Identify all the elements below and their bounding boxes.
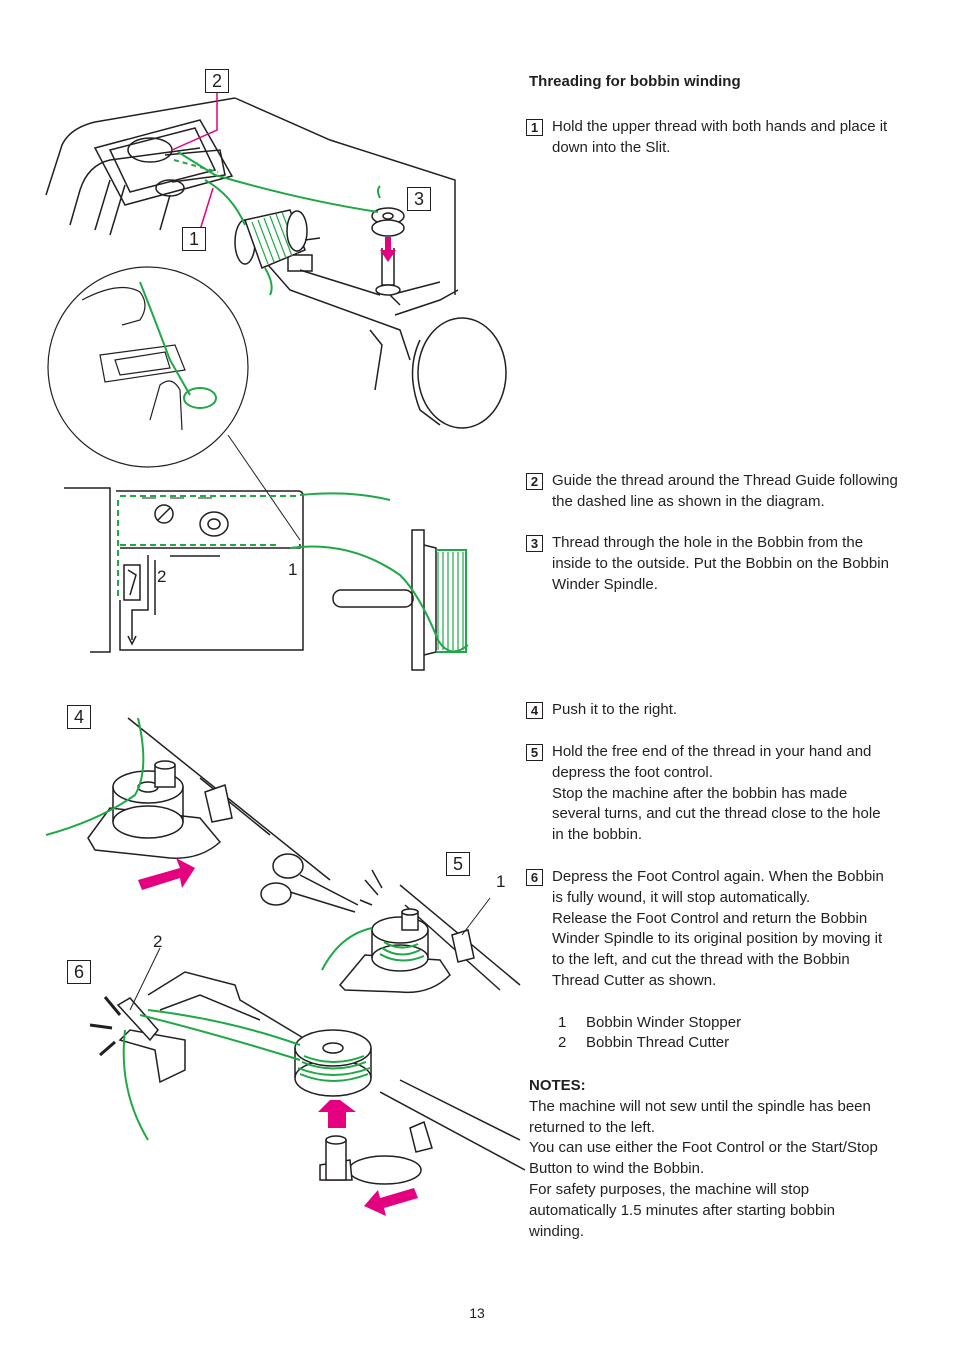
step-text-line: Release the Foot Control and return the …: [552, 909, 868, 927]
step-1: 1 Hold the upper thread with both hands …: [526, 117, 926, 159]
step-text-line: Depress the Foot Control again. When the…: [552, 868, 884, 885]
notes-title: NOTES:: [529, 1077, 586, 1094]
bobbin-cutter-illustration: [116, 971, 526, 1185]
bobbin-push-right-illustration: [87, 717, 331, 881]
step-text-line: Thread through the hole in the Bobbin fr…: [552, 534, 864, 551]
step-text-line: Thread Cutter as shown.: [552, 971, 717, 989]
step-text-line: the dashed line as shown in the diagram.: [552, 492, 825, 510]
step-text-line: is fully wound, it will stop automatical…: [552, 888, 811, 906]
notes-line: The machine will not sew until the spind…: [529, 1097, 871, 1115]
step-number-box: 1: [526, 119, 543, 136]
thread-guide-diagram: [64, 487, 437, 671]
legend-label: Bobbin Thread Cutter: [586, 1034, 730, 1051]
step-text-line: several turns, and cut the thread close …: [552, 805, 881, 823]
step-text-line: Stop the machine after the bobbin has ma…: [552, 784, 848, 802]
legend-number: 1: [558, 1014, 567, 1031]
callout-box-2: 2: [205, 69, 229, 93]
detail-label-1: 1: [288, 560, 298, 579]
callout-box-3: 3: [407, 187, 431, 211]
notes-line: For safety purposes, the machine will st…: [529, 1180, 810, 1198]
legend-number: 2: [558, 1034, 567, 1051]
step-text-line: in the bobbin.: [552, 826, 643, 844]
step-4: 4 Push it to the right.: [526, 700, 926, 721]
step-5: 5 Hold the free end of the thread in you…: [526, 742, 926, 846]
step-text-line: Hold the free end of the thread in your …: [552, 743, 872, 760]
step-text-line: depress the foot control.: [552, 763, 713, 781]
legend-label: Bobbin Winder Stopper: [586, 1014, 742, 1031]
machine-top-illustration: [45, 97, 507, 429]
notes-line: Button to wind the Bobbin.: [529, 1160, 705, 1178]
step-text-line: Winder Spindle.: [552, 575, 658, 593]
step-6: 6 Depress the Foot Control again. When t…: [526, 867, 926, 992]
step-number-box: 4: [526, 702, 543, 719]
notes-line: You can use either the Foot Control or t…: [529, 1139, 878, 1157]
thread-guide-green: [117, 492, 469, 653]
step-2: 2 Guide the thread around the Thread Gui…: [526, 471, 926, 513]
callout-box-1: 1: [182, 227, 206, 251]
notes-line: automatically 1.5 minutes after starting…: [529, 1201, 835, 1219]
step-text-line: inside to the outside. Put the Bobbin on…: [552, 554, 889, 572]
step-number-box: 3: [526, 535, 543, 552]
part-label-1: 1: [496, 872, 506, 891]
notes-line: returned to the left.: [529, 1118, 655, 1136]
step-text-line: Guide the thread around the Thread Guide…: [552, 472, 898, 489]
step-text-line: down into the Slit.: [552, 138, 671, 156]
thread-path-top: [173, 151, 381, 296]
callout-box-5: 5: [446, 852, 470, 876]
step-number-box: 2: [526, 473, 543, 490]
callout-box-4: 4: [67, 705, 91, 729]
callout-box-6: 6: [67, 960, 91, 984]
detail-label-2: 2: [157, 567, 167, 586]
step-3: 3 Thread through the hole in the Bobbin …: [526, 533, 926, 595]
part-label-2: 2: [153, 932, 163, 951]
magnified-detail-circle: [47, 266, 301, 541]
step-text-line: Push it to the right.: [552, 701, 678, 718]
step-text-line: to the left, and cut the thread with the…: [552, 951, 850, 969]
page-number: 13: [469, 1305, 485, 1321]
notes-section: NOTES: The machine will not sew until th…: [529, 1076, 919, 1242]
legend-item-1: 1 Bobbin Winder Stopper: [558, 1014, 741, 1031]
step-number-box: 6: [526, 869, 543, 886]
scissors-cutting-illustration: [260, 853, 521, 994]
section-heading: Threading for bobbin winding: [529, 73, 741, 90]
thread-spool: [234, 209, 321, 269]
step-number-box: 5: [526, 744, 543, 761]
legend-item-2: 2 Bobbin Thread Cutter: [558, 1034, 729, 1051]
step-text-line: Hold the upper thread with both hands an…: [552, 118, 888, 135]
step-text-line: Winder Spindle to its original position …: [552, 930, 883, 948]
notes-line: winding.: [529, 1222, 585, 1240]
